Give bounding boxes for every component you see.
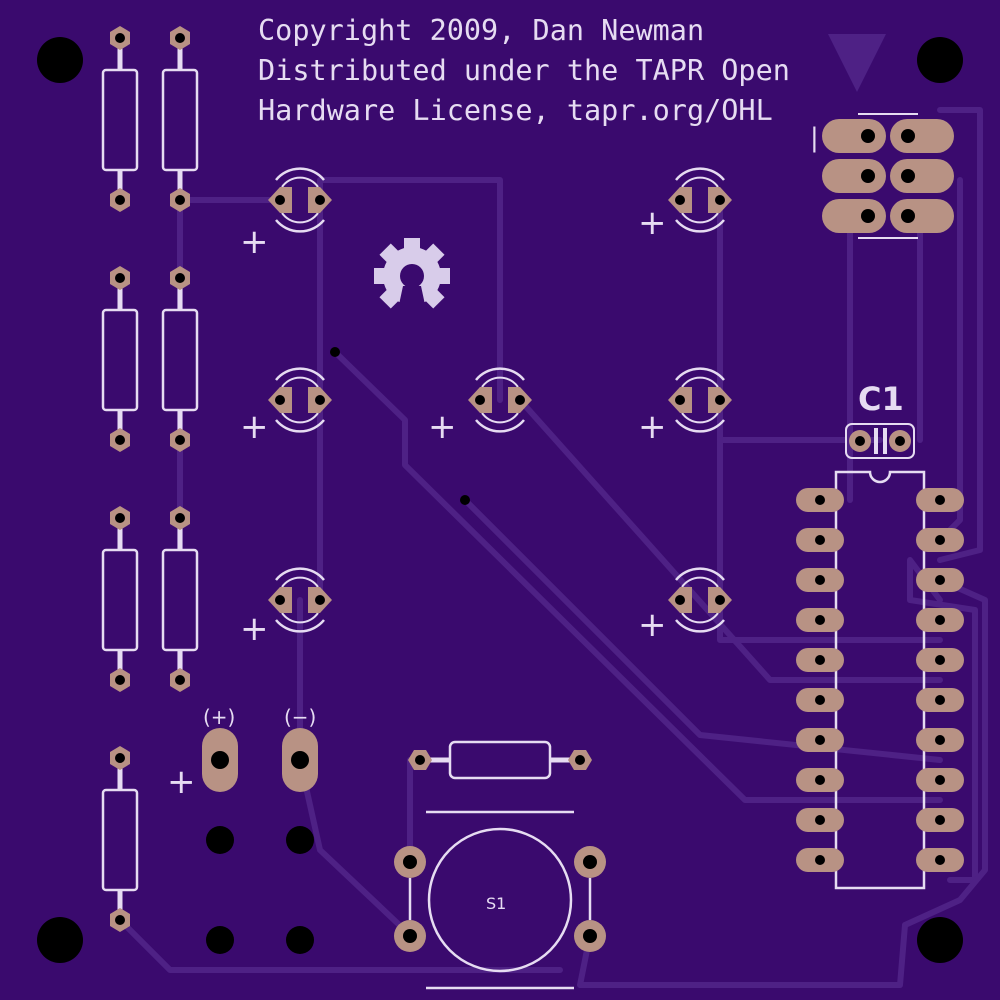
switch-label: S1	[486, 894, 506, 913]
led: +	[240, 167, 332, 262]
copyright-line-1: Copyright 2009, Dan Newman	[258, 14, 704, 47]
resistor	[101, 26, 139, 212]
led: +	[240, 567, 332, 649]
led-polarity-plus: +	[240, 407, 269, 447]
header-connector: |	[810, 113, 954, 239]
battery-negative-label: (−)	[284, 705, 316, 729]
led: +	[638, 167, 732, 243]
led-polarity-plus: +	[638, 605, 667, 645]
led-polarity-plus: +	[638, 407, 667, 447]
via	[460, 495, 470, 505]
ic-chip	[796, 470, 964, 890]
mounting-holes	[37, 37, 963, 963]
copyright-block: Copyright 2009, Dan Newman Distributed u…	[258, 14, 790, 127]
mounting-hole-bl	[37, 917, 83, 963]
mounting-hole-tr	[917, 37, 963, 83]
pin1-mark: |	[810, 123, 819, 153]
resistor	[161, 506, 199, 692]
ic-pins-left	[796, 488, 844, 872]
resistor	[408, 740, 592, 780]
copyright-line-2: Distributed under the TAPR Open	[258, 54, 790, 87]
via	[330, 347, 340, 357]
open-hardware-gear-icon	[374, 238, 450, 314]
battery-positive-label: (+)	[203, 705, 235, 729]
triangle-down-icon	[828, 34, 886, 92]
mounting-hole-tl	[37, 37, 83, 83]
resistor	[161, 266, 199, 452]
leds: + + +	[240, 167, 732, 649]
capacitor-label: C1	[858, 380, 904, 418]
mounting-hole-br	[917, 917, 963, 963]
led-polarity-plus: +	[428, 407, 457, 447]
led: +	[428, 367, 532, 447]
vias	[330, 347, 470, 505]
resistor	[101, 506, 139, 692]
switch-s1: S1	[394, 810, 606, 990]
led-polarity-plus: +	[240, 222, 269, 262]
resistor	[101, 266, 139, 452]
resistor	[101, 746, 139, 932]
led: +	[638, 567, 732, 645]
led-polarity-plus: +	[240, 609, 269, 649]
led: +	[240, 367, 332, 447]
battery-connector: (+) (−) +	[167, 705, 318, 954]
battery-polarity-plus: +	[167, 762, 196, 802]
capacitor-c1: C1	[845, 380, 915, 459]
ic-pins-right	[916, 488, 964, 872]
resistors	[101, 26, 199, 932]
led: +	[638, 367, 732, 447]
resistor	[161, 26, 199, 212]
led-polarity-plus: +	[638, 203, 667, 243]
copyright-line-3: Hardware License, tapr.org/OHL	[258, 94, 773, 127]
